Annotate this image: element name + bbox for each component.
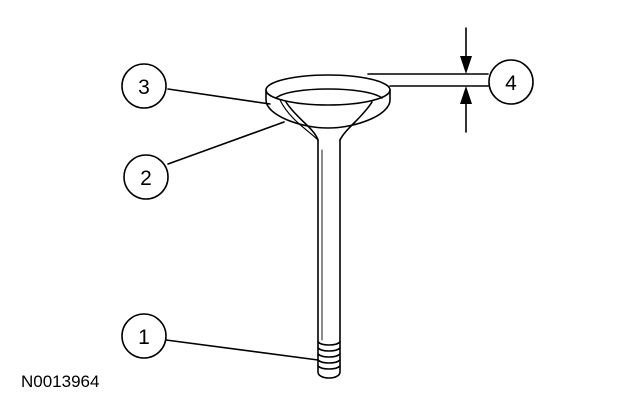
figure-reference-number: N0013964 [21,372,100,391]
callout-1: 1 [121,313,167,359]
callout-2: 2 [123,154,169,200]
valve-head-face [265,74,391,106]
dimension-arrowheads [460,56,472,104]
valve-fillet-left [285,101,319,141]
callout-4: 4 [488,59,534,105]
callout-3-label: 3 [138,76,150,99]
valve-fillet-edge [279,99,319,141]
arrow-down-icon [460,56,472,74]
arrow-up-icon [460,86,472,104]
valve-seat-face [275,88,383,99]
callout-3: 3 [121,63,167,109]
margin-thickness-dimension [367,27,489,133]
leader-line-2 [167,121,285,165]
leader-line-3 [167,88,271,105]
callout-2-label: 2 [140,167,152,190]
leader-line-1 [165,339,319,361]
valve-stem-grooves [317,341,341,370]
callout-1-label: 1 [138,326,150,349]
valve-fillet-right [339,101,373,141]
callout-4-label: 4 [505,72,517,95]
valve-stem [317,139,341,379]
valve-head-margin [265,89,391,129]
